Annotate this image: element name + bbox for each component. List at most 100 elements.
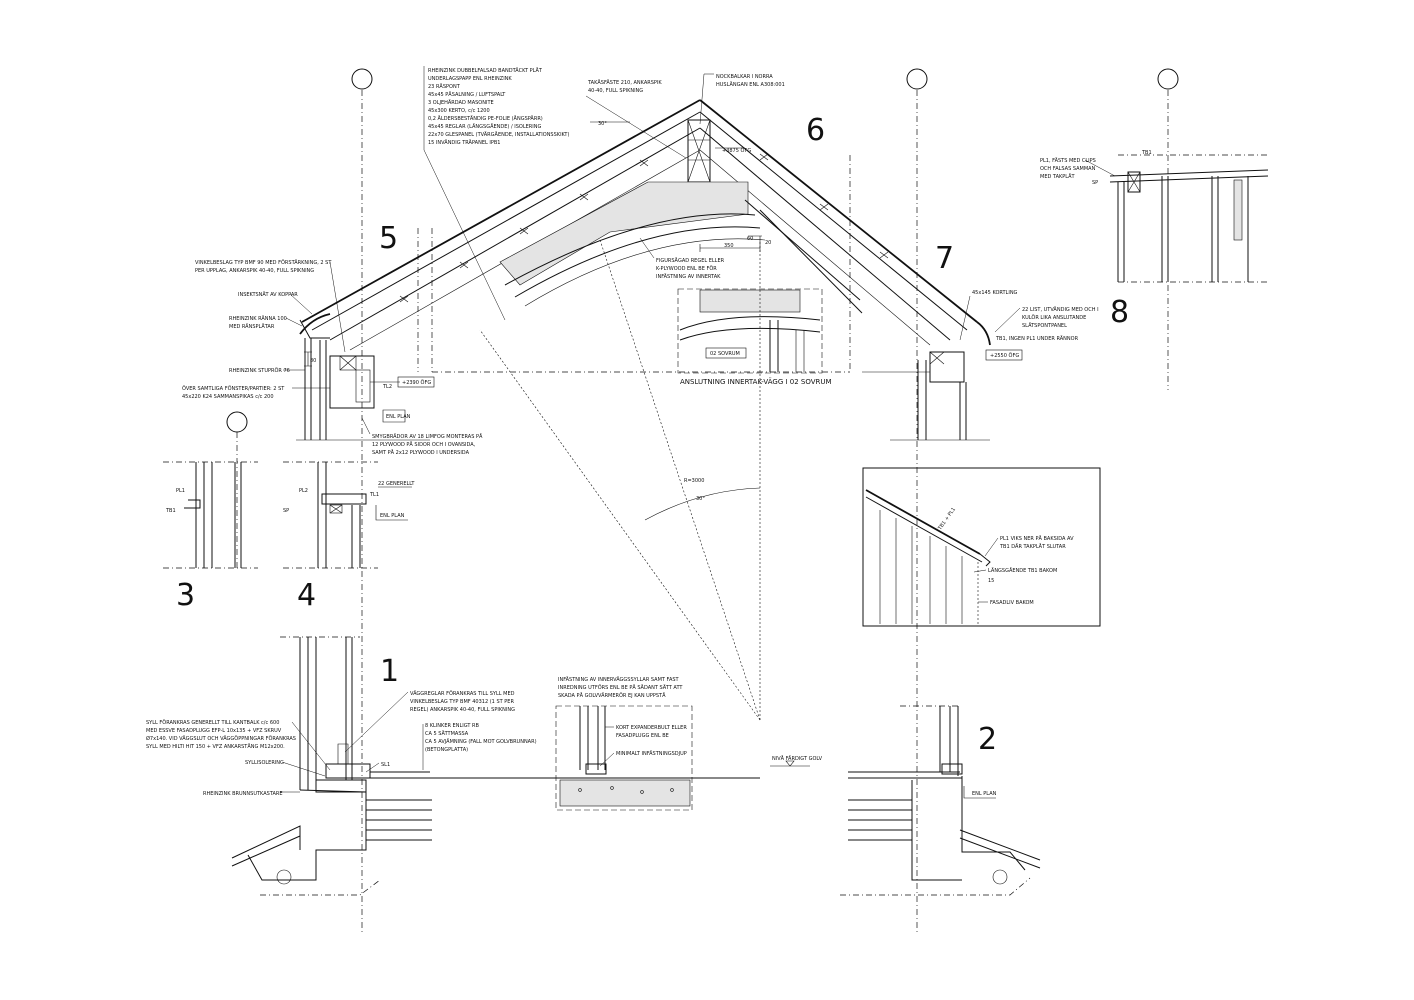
wall-note-3: REGEL) ANKARSPIK 40-40, FULL SPIKNING [410,707,515,713]
wall-note-1: VÄGGREGLAR FÖRANKRAS TILL SYLL MED [410,690,515,697]
detail8-sp: SP [1092,180,1098,186]
smyg-note-2: 12 PLYWOOD PÅ SIDOR OCH I OVANSIDA, [372,441,476,448]
ridge-beam-2: HUSLÄNGAN ENL A308:001 [716,81,785,88]
mid-note-1: INFÄSTNING AV INNERVÄGGSSYLLAR SAMT FAST [558,676,680,683]
tb1-note: TB1, INGEN PL1 UNDER RÄNNOR [995,335,1079,342]
roof-layer-10: 15 INVÄNDIG TRÄPANEL IPB1 [428,139,500,146]
grid-axes [226,68,1179,935]
dim-350: 350 [724,243,734,249]
panel-note-1: 22 LIST, UTVÄNDIG MED OCH I [1022,306,1099,313]
roof-layer-6: 45x300 KERTO, c/c 1200 [428,108,490,114]
roof-layer-4: 45x45 PÅSALNING / LUFTSPALT [428,91,506,98]
detail3-pl1: PL1 [176,488,185,494]
eave-note-6: RHEINZINK STUPRÖR 76 [229,367,290,374]
mid-note-2: INREDNING UTFÖRS ENL BE PÅ SÅDANT SÄTT A… [558,684,683,691]
detail-number-7: 7 [935,241,954,276]
roof-layer-9: 22x70 GLESPANEL (TVÄRGÅENDE, INSTALLATIO… [428,131,569,138]
detail-8: TB1 PL1, FÄSTS MED CLIPS OCH FALSAS SAMM… [1040,150,1269,283]
eave-note-5: MED RÄNSPLÅTAR [229,323,275,330]
gable-facade: FASADLIV BAKOM [990,600,1034,606]
detail8-note-1: PL1, FÄSTS MED CLIPS [1040,157,1096,164]
eave-note-1: VINKELBESLAG TYP BMF 90 MED FÖRSTÄRKNING… [195,259,332,266]
syll-note-4: SYLL MED HILTI HIT 150 + VFZ ANKARSTÅNG … [146,743,285,750]
eave-right: 45x145 KORTLING 22 LIST, UTVÄNDIG MED OC… [862,290,1099,441]
ridge-beam-1: NOCKBALKAR I NORRA [716,74,773,80]
eave-note-3: INSEKTSNÄT AV KOPPAR [238,291,298,298]
curved-rib-3: INFÄSTNING AV INNERTAK [656,273,721,280]
roof-layer-3: 23 RÅSPONT [428,83,461,90]
floor-build-2: CA 5 SÄTTMASSA [425,730,469,737]
roof-layer-8: 45x45 REGLAR (LÄNGSGÅENDE) / ISOLERING [428,123,541,130]
curved-rib-2: K-PLYWOOD ENL BE FÖR [656,265,717,272]
roof-section: 30° [301,99,978,373]
gable-tb1-behind: LÄNGSGÅENDE TB1 BAKOM [988,567,1057,574]
detail-3: PL1 TB1 [163,461,258,569]
gable-note-1: PL1 VIKS NER PÅ BAKSIDA AV [1000,535,1074,542]
downpipe-label: RHEINZINK BRUNNSUTKASTARE [203,791,283,797]
ridge-fix-2: 40-40, FULL SPIKNING [588,88,643,94]
gable-inset: TB1 + PL1 PL1 VIKS NER PÅ BAKSIDA AV TB1… [862,467,1101,627]
detail-number-4: 4 [297,578,316,613]
detail-number-6: 6 [806,113,825,148]
eave-note-4: RHEINZINK RÄNNA 100 [229,315,287,322]
foundation-left: VÄGGREGLAR FÖRANKRAS TILL SYLL MED VINKE… [146,636,760,896]
detail-number-8: 8 [1110,295,1129,330]
eave-note-8: 45x220 K24 SAMMANSPIKAS c/c 200 [182,394,274,400]
smyg-note-1: SMYGBRÄDOR AV 18 LIMFOG MONTERAS PÅ [372,433,483,440]
inset-room-label: 02 SOVRUM [710,351,740,357]
arc-angle: 30° [696,496,705,502]
floor-build-3: CA 5 AVJÄMNING (FALL MOT GOLVBRUNNAR) [425,738,537,745]
syllisolering-label: SYLLISOLERING [245,760,284,766]
detail-numbers: 1 2 3 4 5 6 7 8 [176,113,1129,757]
ridge-level: +3875 ÖFG [722,147,751,154]
detail4-tl1: TL1 [369,492,379,498]
grid-bubble-detail8 [1157,68,1179,90]
radius-construction: R=3000 30° [479,239,761,721]
floor-build-4: (BETONGPLATTA) [425,747,468,753]
detail4-sp: SP [283,508,289,514]
detail-4: PL2 TL1 SP 22 GENERELLT ENL PLAN [283,461,415,569]
curved-rib-1: FIGURSÅGAD REGEL ELLER [656,257,725,264]
ridge-notes: TAKÅSFÄSTE 210, ANKARSPIK 40-40, FULL SP… [585,73,785,280]
grid-bubble-left [351,68,373,90]
panel-note-2: KULÖR LIKA ANSLUTANDE [1022,314,1086,321]
roof-buildup-note: RHEINZINK DUBBELFALSAD BANDTÄCKT PLÅT UN… [423,66,569,321]
inset-ceiling-wall: 02 SOVRUM ANSLUTNING INNERTAK-VÄGG I 02 … [677,288,832,386]
roof-layer-1: RHEINZINK DUBBELFALSAD BANDTÄCKT PLÅT [428,67,543,74]
smyg-note-3: SAMT PÅ 2x12 PLYWOOD I UNDERSIDA [372,449,470,456]
right-enl-plan: ENL PLAN [972,791,997,797]
dim-60: 60 [747,236,753,242]
dim-20: 20 [765,240,771,246]
roof-layer-5: 3 OLJEHÄRDAD MASONITE [428,99,494,106]
foundation-right: ENL PLAN [840,705,1041,896]
foundation-mid: INFÄSTNING AV INNERVÄGGSSYLLAR SAMT FAST… [555,676,823,811]
bolt-note-1: KORT EXPANDERBULT ELLER [616,725,687,731]
eave-note-7: ÖVER SAMTLIGA FÖNSTER/PARTIER: 2 ST [182,385,285,392]
mid-note-3: SKADA PÅ GOLVVÄRMERÖR EJ KAN UPPSTÅ [558,692,666,699]
detail-number-2: 2 [978,722,997,757]
detail4-generellt: 22 GENERELLT [378,481,415,487]
gable-dim-15: 15 [988,578,994,584]
eave-left: 80 TL2 +2390 ÖFG ENL PLAN VINKELBESLAG T… [182,259,483,456]
floor-build-1: 8 KLINKER ENLIGT RB [425,723,480,729]
detail-number-5: 5 [379,221,398,256]
detail8-note-3: MED TAKPLÅT [1040,173,1075,180]
detail-number-3: 3 [176,578,195,613]
floor-level-label: NIVÅ FÄRDIGT GOLV [772,755,823,762]
eave-left-enl-plan: ENL PLAN [386,414,411,420]
sl1-label: SL1 [381,762,390,768]
panel-note-3: SLÄTSPONTPANEL [1022,322,1067,329]
roof-layer-7: 0,2 ÅLDERSBESTÄNDIG PE-FOLIE (ÅNGSPÄRR) [428,115,543,122]
gable-note-2: TB1 DÄR TAKPLÅT SLUTAR [999,543,1066,550]
roof-angle-label: 30° [598,121,607,127]
arc-radius: R=3000 [684,478,704,484]
grid-bubble-right [906,68,928,90]
grid-bubble-detail3 [226,411,248,433]
detail3-tb1: TB1 [165,508,176,514]
detail8-tb1: TB1 [1141,150,1152,156]
eave-note-2: PER UPPLAG, ANKARSPIK 40-40, FULL SPIKNI… [195,268,314,274]
bolt-note-2: FASADPLUGG ENL BE [616,733,669,739]
roof-layer-2: UNDERLAGSPAPP ENL RHEINZINK [428,76,512,82]
gable-tag: TB1 + PL1 [937,507,957,533]
